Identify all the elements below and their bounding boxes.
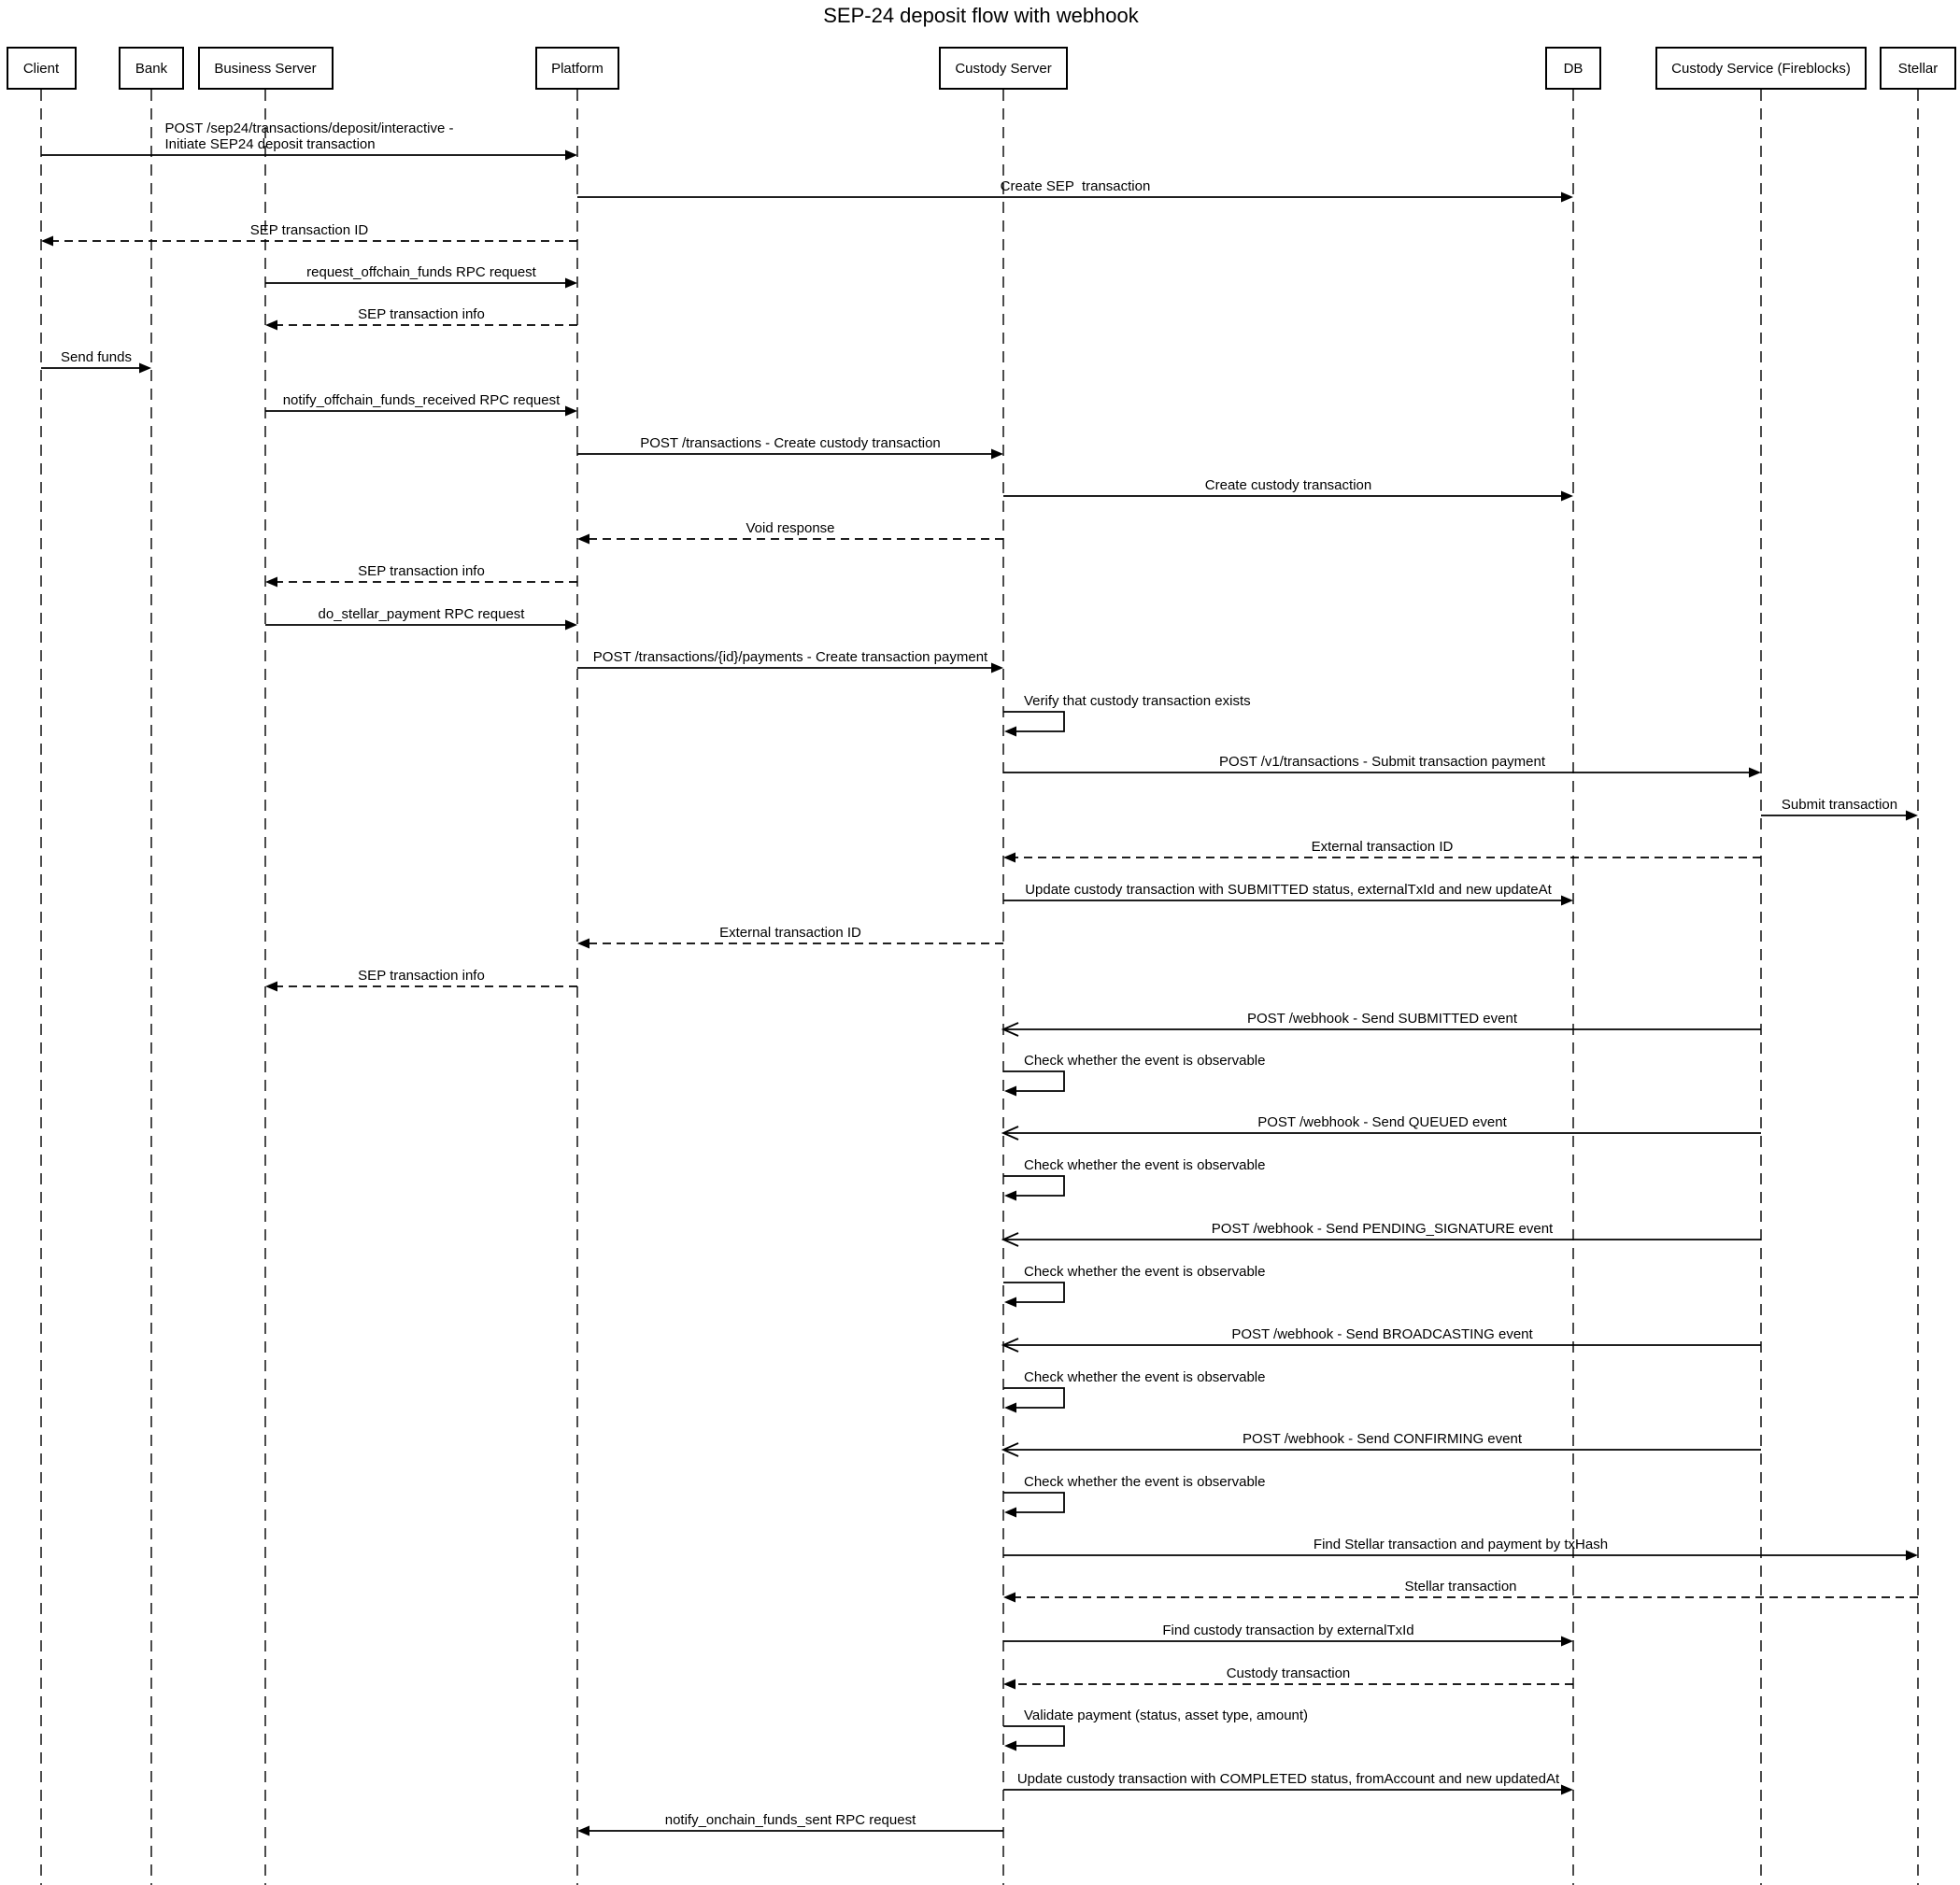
message-13-label: POST /transactions/{id}/payments - Creat… [592, 649, 988, 665]
message-19-label: External transaction ID [719, 925, 861, 941]
message-11-label: SEP transaction info [358, 563, 485, 579]
message-17-label: External transaction ID [1311, 839, 1454, 855]
participant-label: Custody Server [955, 60, 1052, 77]
message-3-label: SEP transaction ID [249, 222, 369, 238]
message-30-arrowhead [1004, 1507, 1016, 1518]
message-22-label: Check whether the event is observable [1024, 1053, 1266, 1069]
message-21-label: POST /webhook - Send SUBMITTED event [1246, 1011, 1518, 1027]
participant-business-server: Business Server [197, 47, 334, 90]
message-6-label: Send funds [61, 349, 132, 365]
message-22-self-loop [1003, 1070, 1065, 1092]
message-34-arrowhead [1003, 1679, 1016, 1690]
message-26-label: Check whether the event is observable [1024, 1264, 1266, 1280]
participant-custody-server: Custody Server [939, 47, 1068, 90]
message-8-arrowhead [991, 448, 1003, 460]
message-27-label: POST /webhook - Send BROADCASTING event [1231, 1326, 1533, 1342]
message-15-label: POST /v1/transactions - Submit transacti… [1218, 754, 1546, 770]
participant-label: Stellar [1897, 60, 1939, 77]
message-35-self-loop [1003, 1725, 1065, 1747]
message-21-arrowhead [1001, 1022, 1019, 1037]
message-34-label: Custody transaction [1226, 1665, 1351, 1681]
message-24-self-loop [1003, 1175, 1065, 1197]
message-3-arrowhead [41, 235, 53, 247]
participant-label: Client [22, 60, 60, 77]
message-28-self-loop [1003, 1387, 1065, 1409]
message-18-label: Update custody transaction with SUBMITTE… [1025, 882, 1552, 898]
message-30-self-loop [1003, 1492, 1065, 1513]
message-20-arrowhead [265, 981, 277, 992]
message-22-arrowhead [1004, 1085, 1016, 1097]
message-6-arrowhead [139, 362, 151, 374]
message-23-label: POST /webhook - Send QUEUED event [1257, 1114, 1507, 1130]
message-12-arrowhead [565, 619, 577, 631]
message-2-label: Create SEP transaction [1000, 178, 1151, 194]
message-37-label: notify_onchain_funds_sent RPC request [664, 1812, 916, 1828]
message-20-label: SEP transaction info [358, 968, 485, 984]
participant-stellar: Stellar [1880, 47, 1956, 90]
message-2-arrowhead [1561, 191, 1573, 203]
message-12-label: do_stellar_payment RPC request [318, 606, 525, 622]
message-36-label: Update custody transaction with COMPLETE… [1016, 1771, 1560, 1787]
participant-label: Custody Service (Fireblocks) [1671, 60, 1851, 77]
message-25-arrowhead [1001, 1232, 1019, 1247]
message-31-arrowhead [1906, 1550, 1918, 1561]
diagram-title: SEP-24 deposit flow with webhook [823, 4, 1139, 27]
message-24-arrowhead [1004, 1190, 1016, 1201]
message-29-arrowhead [1001, 1442, 1019, 1457]
message-1-label: POST /sep24/transactions/deposit/interac… [164, 120, 454, 152]
message-14-label: Verify that custody transaction exists [1024, 693, 1251, 709]
message-33-arrowhead [1561, 1636, 1573, 1647]
message-32-arrowhead [1003, 1592, 1016, 1603]
participant-label: Business Server [214, 60, 317, 77]
message-24-label: Check whether the event is observable [1024, 1157, 1266, 1173]
message-28-arrowhead [1004, 1402, 1016, 1413]
message-17-arrowhead [1003, 852, 1016, 863]
message-9-label: Create custody transaction [1204, 477, 1372, 493]
message-32-label: Stellar transaction [1404, 1579, 1517, 1594]
participant-platform: Platform [535, 47, 619, 90]
participant-client: Client [6, 47, 77, 90]
message-30-label: Check whether the event is observable [1024, 1474, 1266, 1490]
message-25-label: POST /webhook - Send PENDING_SIGNATURE e… [1211, 1221, 1554, 1237]
message-8-label: POST /transactions - Create custody tran… [640, 435, 941, 451]
message-14-self-loop [1003, 711, 1065, 732]
participant-db: DB [1545, 47, 1601, 90]
message-4-label: request_offchain_funds RPC request [306, 264, 536, 280]
message-4-arrowhead [565, 277, 577, 289]
message-31-label: Find Stellar transaction and payment by … [1313, 1537, 1609, 1552]
message-27-arrowhead [1001, 1338, 1019, 1353]
message-19-arrowhead [577, 938, 589, 949]
message-26-arrowhead [1004, 1297, 1016, 1308]
message-16-label: Submit transaction [1781, 797, 1898, 813]
message-5-arrowhead [265, 319, 277, 331]
message-10-label: Void response [746, 520, 835, 536]
message-11-arrowhead [265, 576, 277, 588]
message-13-arrowhead [991, 662, 1003, 673]
message-36-arrowhead [1561, 1784, 1573, 1795]
participant-custody-service: Custody Service (Fireblocks) [1655, 47, 1867, 90]
participant-label: Platform [551, 60, 604, 77]
message-26-self-loop [1003, 1282, 1065, 1303]
message-15-arrowhead [1749, 767, 1761, 778]
message-5-label: SEP transaction info [358, 306, 485, 322]
message-7-arrowhead [565, 405, 577, 417]
message-33-label: Find custody transaction by externalTxId [1162, 1623, 1414, 1638]
message-9-arrowhead [1561, 490, 1573, 502]
message-7-label: notify_offchain_funds_received RPC reque… [282, 392, 561, 408]
participant-bank: Bank [119, 47, 184, 90]
message-37-arrowhead [577, 1825, 589, 1836]
message-10-arrowhead [577, 533, 589, 545]
message-18-arrowhead [1561, 895, 1573, 906]
message-23-arrowhead [1001, 1126, 1019, 1141]
message-29-label: POST /webhook - Send CONFIRMING event [1243, 1431, 1522, 1447]
participant-label: Bank [135, 60, 168, 77]
message-35-label: Validate payment (status, asset type, am… [1024, 1708, 1309, 1723]
message-14-arrowhead [1004, 726, 1016, 737]
message-28-label: Check whether the event is observable [1024, 1369, 1266, 1385]
message-16-arrowhead [1906, 810, 1918, 821]
message-35-arrowhead [1004, 1740, 1016, 1751]
participant-label: DB [1563, 60, 1584, 77]
message-1-arrowhead [565, 149, 577, 161]
